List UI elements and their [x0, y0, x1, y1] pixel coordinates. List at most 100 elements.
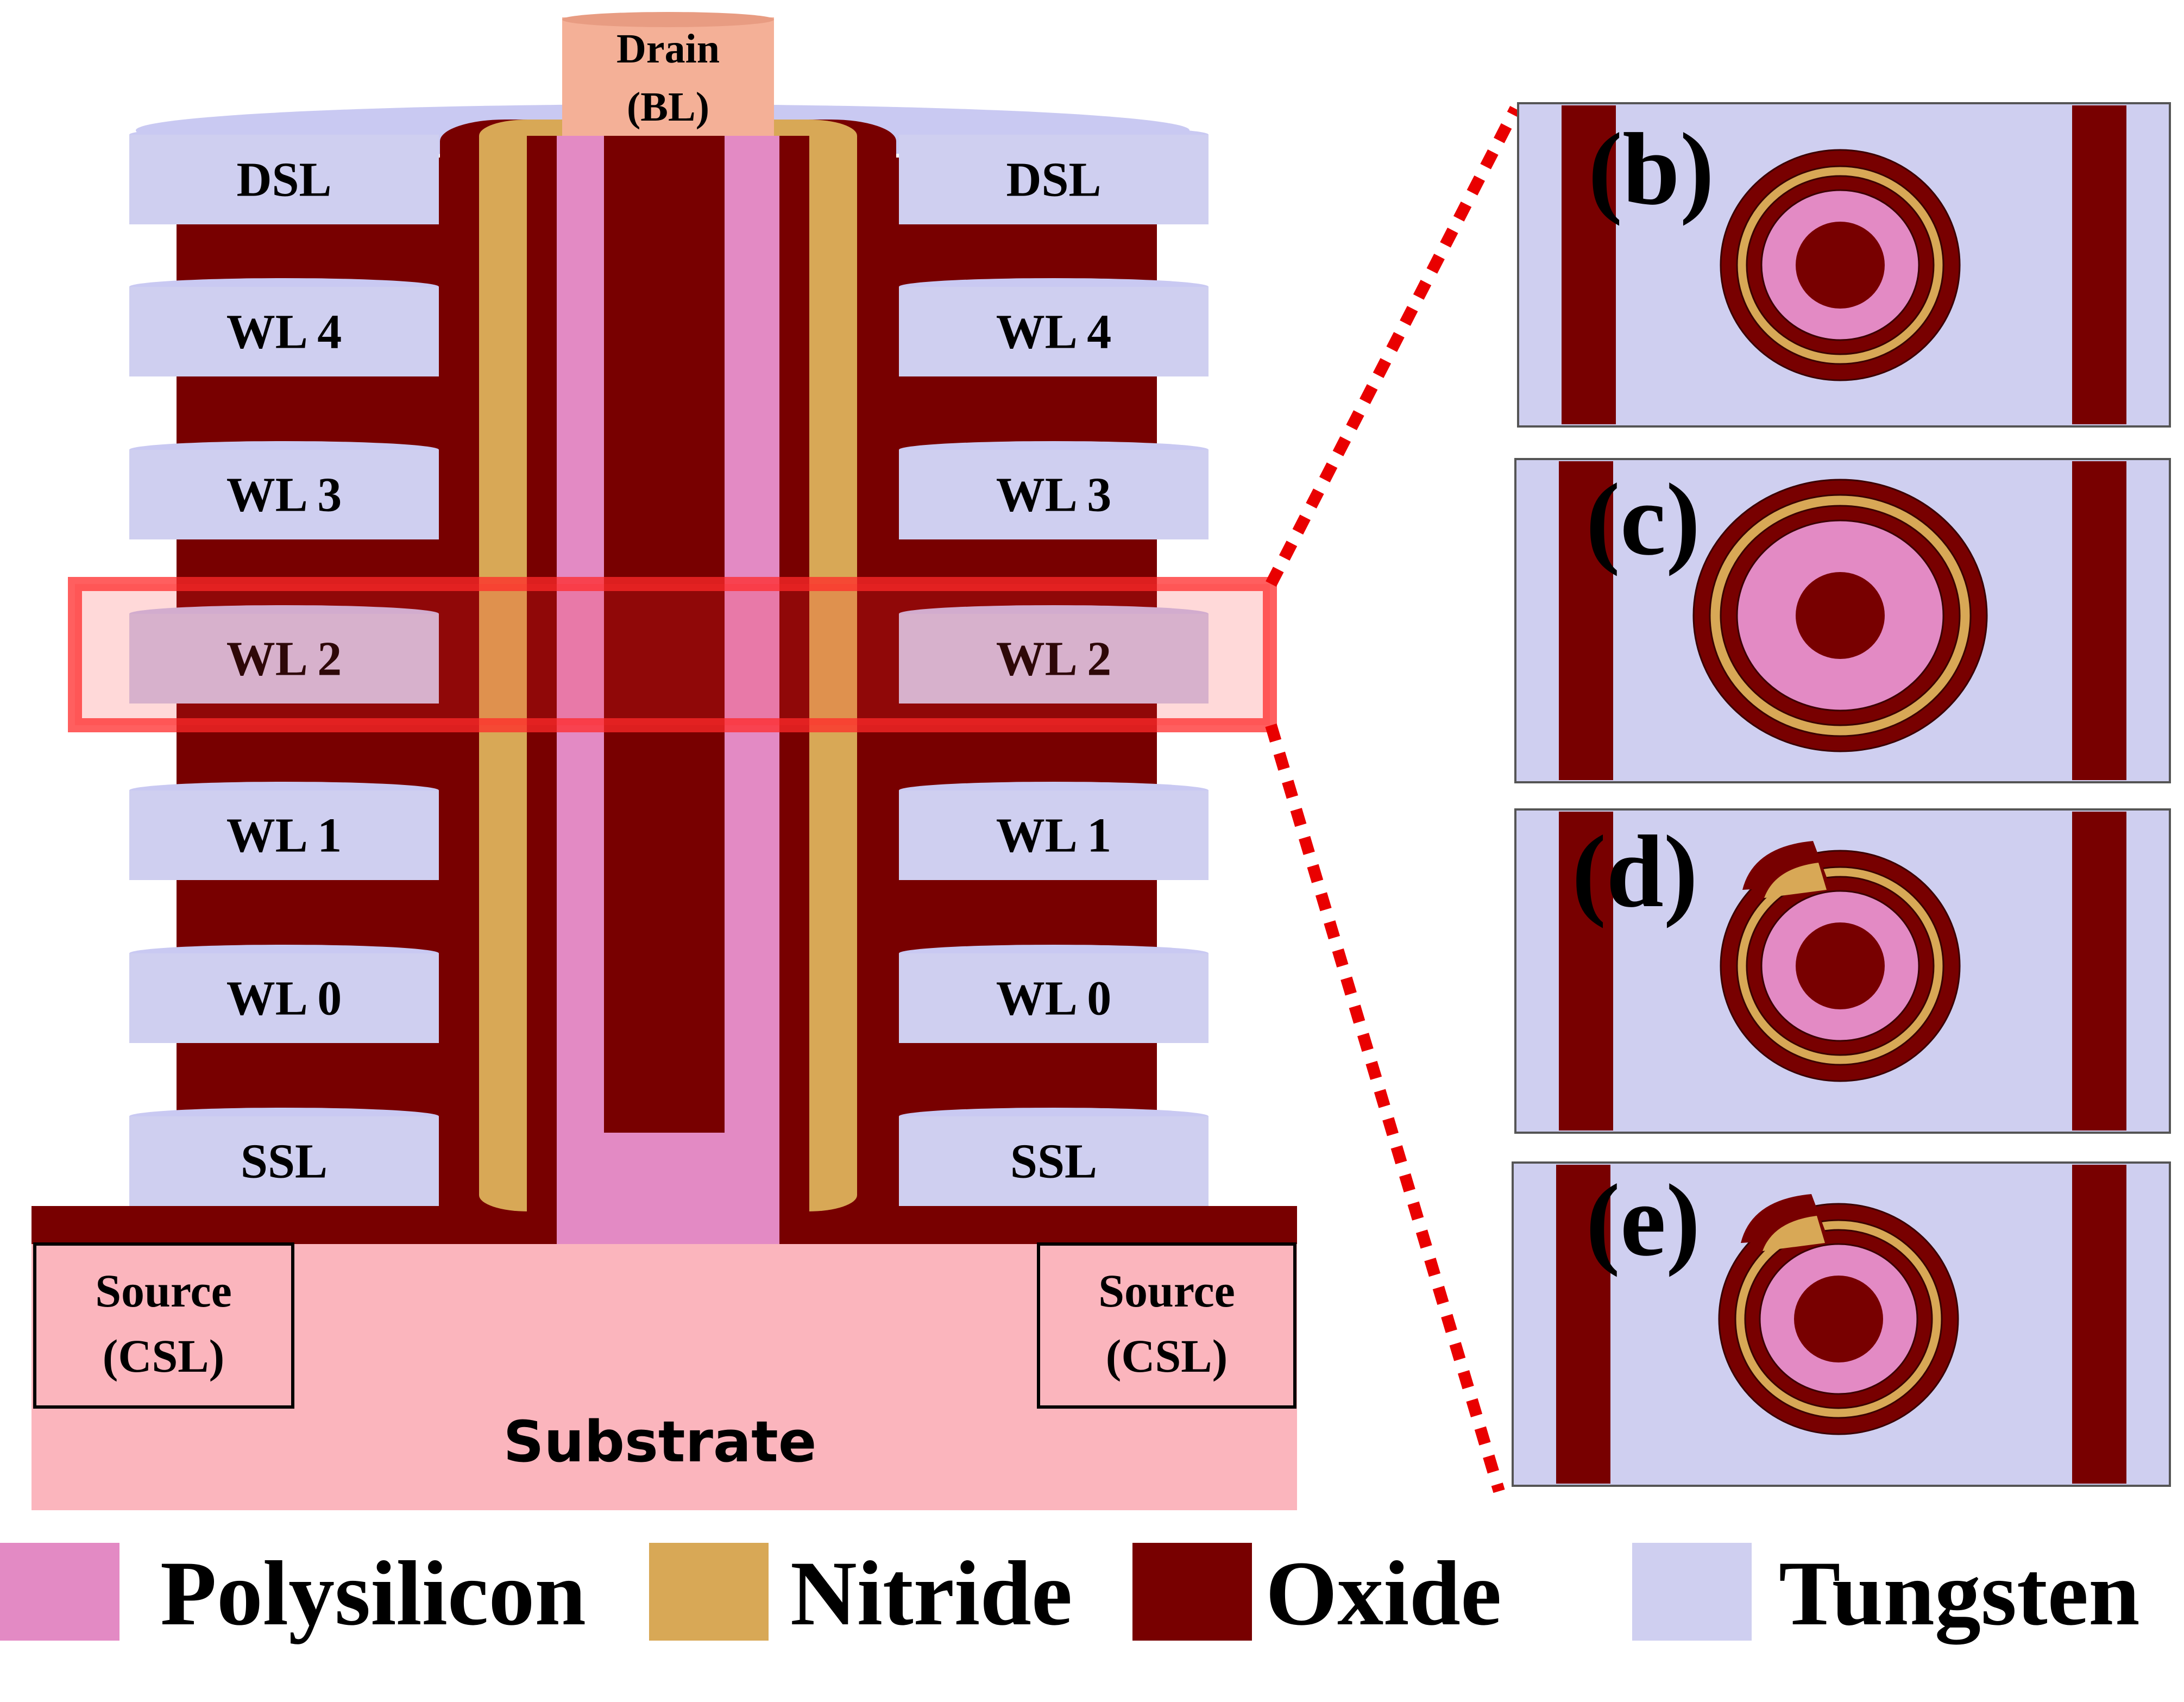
layer-label: SSL	[1010, 1135, 1097, 1189]
legend-label: Oxide	[1266, 1542, 1501, 1644]
layer-label: SSL	[241, 1135, 328, 1189]
drain-cap	[562, 17, 774, 136]
panel-deformation-nitride	[1763, 1216, 1825, 1251]
channel-core-oxide	[604, 136, 725, 1133]
panel-ring-4	[1794, 1276, 1883, 1362]
drain-cap-top	[562, 12, 774, 27]
layer-label: WL 3	[226, 468, 342, 522]
layer-left-wl-0: WL 0	[129, 945, 439, 1043]
channel-hole	[440, 120, 896, 1244]
layer-plate	[899, 287, 1209, 376]
layer-plate	[129, 450, 439, 539]
panel-e: (e)	[1512, 1161, 2171, 1487]
layer-left-wl-4: WL 4	[129, 278, 439, 376]
layer-label: WL 1	[996, 809, 1112, 863]
layer-plate	[899, 135, 1209, 224]
legend-swatch	[649, 1543, 769, 1641]
layer-plate	[129, 953, 439, 1043]
panel-c: (c)	[1514, 458, 2171, 783]
substrate-label: Substrate	[503, 1409, 817, 1475]
layer-label: WL 0	[996, 972, 1112, 1026]
vertical-nand-string: Drain (BL) DSL WL 4 WL 3 WL 2 WL 1 WL 0 SSL DS…	[32, 12, 1297, 1510]
layer-label: WL 1	[226, 809, 342, 863]
source-left-csl: (CSL)	[103, 1330, 225, 1382]
layer-label: WL 4	[226, 305, 342, 359]
source-left: Source (CSL)	[33, 1242, 294, 1409]
wl2-highlight-box	[68, 577, 1277, 732]
panel-ring-4	[1796, 572, 1885, 659]
layer-label: WL 2	[226, 632, 342, 686]
panel-oxide-bar-right	[2072, 461, 2126, 780]
layer-right-dsl: DSL	[899, 126, 1209, 224]
legend-swatch	[0, 1543, 119, 1641]
word-lines-right: DSL WL 4 WL 3 WL 2 WL 1 WL 0 SSL	[899, 126, 1209, 1206]
layer-plate	[129, 614, 439, 704]
panel-label: (e)	[1586, 1164, 1701, 1278]
legend-item-nitride: Nitride	[649, 1542, 1072, 1644]
zoom-connector-bottom	[1265, 723, 1505, 1493]
layer-right-wl-3: WL 3	[899, 441, 1209, 539]
legend-label: Nitride	[790, 1542, 1072, 1644]
layer-left-wl-3: WL 3	[129, 441, 439, 539]
source-left-box	[33, 1242, 294, 1409]
panel-b: (b)	[1517, 102, 2171, 428]
panel-ring-4	[1796, 222, 1885, 309]
layer-plate	[129, 1116, 439, 1206]
layer-label: WL 2	[996, 632, 1112, 686]
legend-item-oxide: Oxide	[1132, 1542, 1501, 1644]
legend-item-polysilicon: Polysilicon	[0, 1542, 586, 1644]
layer-left-wl-1: WL 1	[129, 782, 439, 880]
layer-plate	[899, 614, 1209, 704]
panel-d: (d)	[1514, 808, 2171, 1134]
source-right: Source (CSL)	[1037, 1242, 1296, 1409]
word-lines-left: DSL WL 4 WL 3 WL 2 WL 1 WL 0 SSL	[129, 126, 439, 1206]
legend-label: Polysilicon	[160, 1542, 586, 1644]
layer-plate	[129, 790, 439, 880]
legend-swatch	[1632, 1543, 1752, 1641]
layer-label: WL 3	[996, 468, 1112, 522]
layer-plate	[899, 790, 1209, 880]
layer-right-wl-4: WL 4	[899, 278, 1209, 376]
layer-left-ssl: SSL	[129, 1108, 439, 1206]
panel-oxide-bar-left	[1562, 105, 1616, 424]
legend-item-tungsten: Tungsten	[1632, 1542, 2140, 1644]
layer-left-wl-2: WL 2	[129, 605, 439, 704]
legend: Polysilicon Nitride Oxide Tungsten	[0, 1542, 2140, 1644]
panel-oxide-bar-right	[2072, 1165, 2126, 1484]
panel-oxide-bar-left	[1556, 1165, 1610, 1484]
drain-bl: Drain (BL)	[562, 12, 774, 136]
layer-label: DSL	[1006, 153, 1101, 207]
legend-swatch	[1132, 1543, 1252, 1641]
zoom-connector-top	[1266, 105, 1521, 587]
panel-oxide-bar-left	[1559, 461, 1613, 780]
layer-plate	[129, 287, 439, 376]
panel-ring-4	[1796, 922, 1885, 1009]
panel-oxide-bar-right	[2072, 105, 2126, 424]
layer-plate	[899, 1116, 1209, 1206]
top-view-panels: (b) (c) (d) (e)	[1512, 102, 2171, 1487]
source-left-label: Source	[95, 1265, 232, 1317]
panel-oxide-bar-left	[1559, 812, 1613, 1131]
layer-plate	[899, 953, 1209, 1043]
layer-left-dsl: DSL	[129, 126, 439, 224]
source-right-label: Source	[1098, 1265, 1235, 1317]
panel-label: (b)	[1588, 112, 1714, 227]
source-right-csl: (CSL)	[1106, 1330, 1228, 1382]
panel-label: (d)	[1572, 815, 1698, 929]
drain-label-bl: (BL)	[627, 84, 709, 130]
layer-plate	[129, 135, 439, 224]
layer-right-wl-0: WL 0	[899, 945, 1209, 1043]
drain-label: Drain	[616, 26, 720, 72]
layer-label: WL 4	[996, 305, 1112, 359]
layer-label: WL 0	[226, 972, 342, 1026]
legend-label: Tungsten	[1779, 1542, 2140, 1644]
layer-label: DSL	[236, 153, 331, 207]
panel-label: (c)	[1586, 463, 1701, 577]
layer-right-wl-2: WL 2	[899, 605, 1209, 704]
layer-right-ssl: SSL	[899, 1108, 1209, 1206]
source-right-box	[1037, 1242, 1296, 1409]
panel-deformation-nitride	[1764, 863, 1827, 898]
layer-right-wl-1: WL 1	[899, 782, 1209, 880]
layer-plate	[899, 450, 1209, 539]
